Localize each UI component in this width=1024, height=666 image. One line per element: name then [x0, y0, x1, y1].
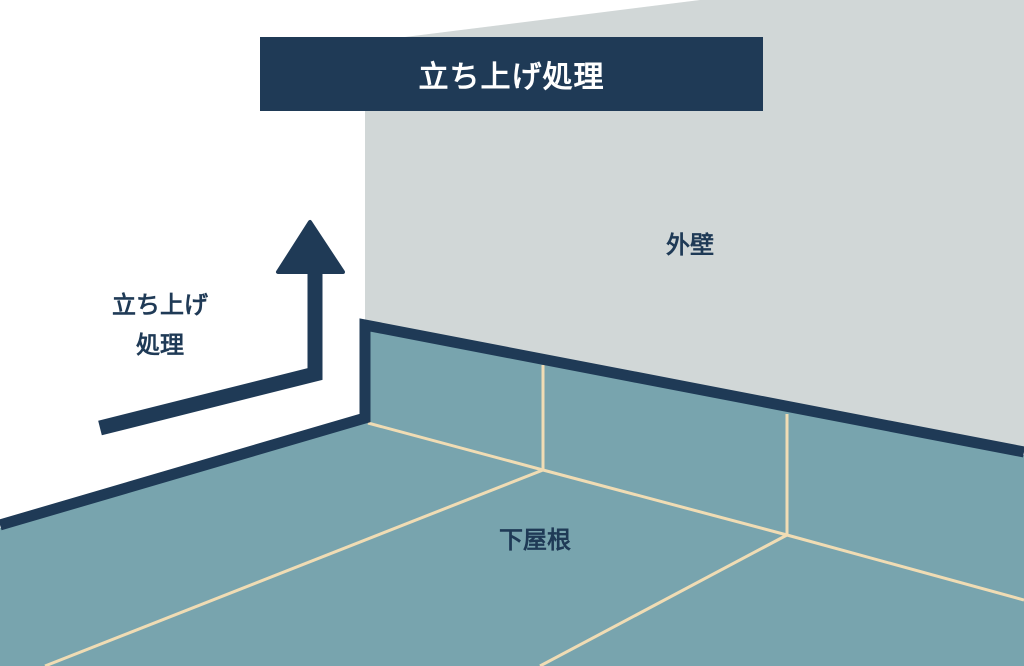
flashing-edge-line — [0, 318, 1024, 531]
roof-seams — [44, 365, 1024, 666]
upturn-label-line2: 処理 — [136, 331, 184, 359]
title-banner: 立ち上げ処理 — [260, 37, 763, 111]
title-text: 立ち上げ処理 — [418, 60, 605, 95]
wall-label: 外壁 — [666, 231, 714, 259]
lower-roof-label: 下屋根 — [499, 526, 571, 554]
upturn-arrow-icon — [98, 220, 345, 436]
exterior-wall — [365, 0, 1024, 452]
upturn-label-line1: 立ち上げ — [112, 291, 208, 319]
